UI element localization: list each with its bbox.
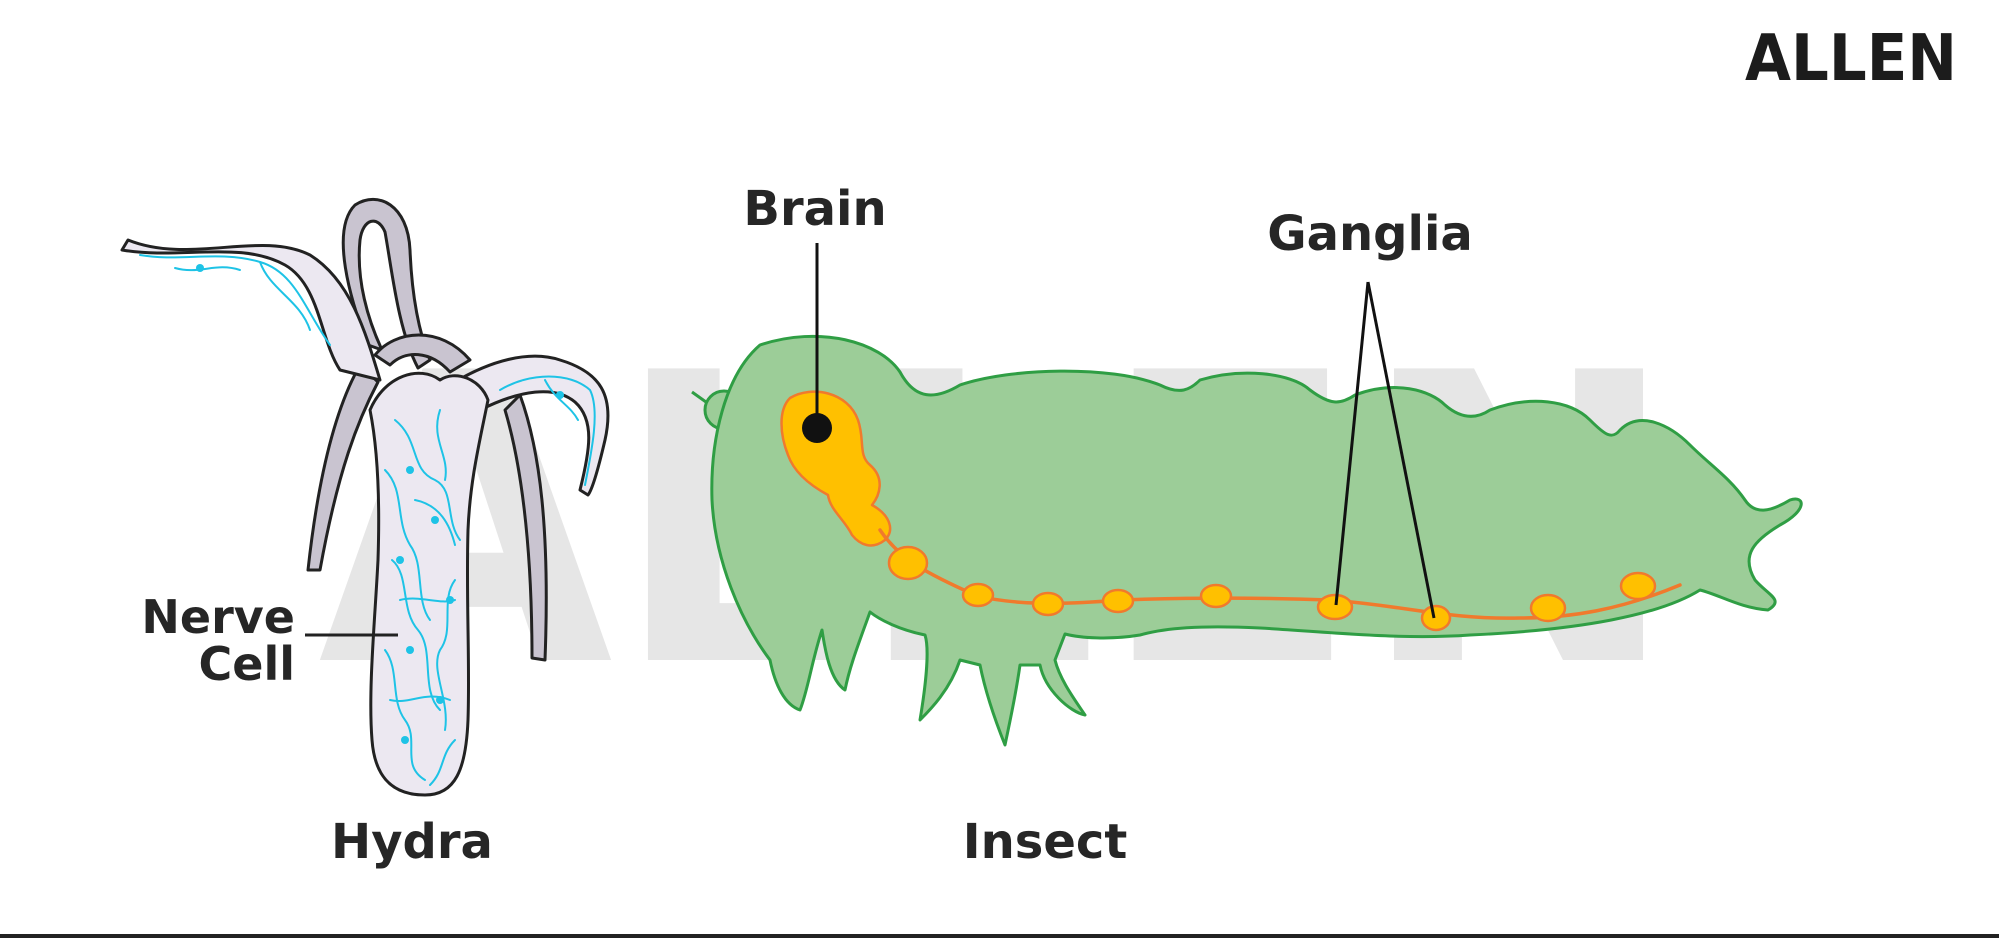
brain-label: Brain	[743, 181, 886, 237]
insect-body	[710, 334, 1803, 747]
hydra-body	[368, 371, 490, 797]
nerve-cell-label-line2: Cell	[199, 637, 296, 691]
insect-ganglia	[887, 545, 1657, 632]
insect-caption: Insect	[963, 814, 1128, 870]
hydra-left-tentacle	[120, 238, 382, 382]
hydra-back-tentacles	[306, 197, 548, 662]
bottom-border	[0, 934, 1999, 938]
insect-figure	[691, 243, 1803, 747]
ganglia-pointer-lines	[1334, 281, 1436, 619]
ganglia-label: Ganglia	[1267, 206, 1473, 262]
nerve-cell-label-line1: Nerve	[141, 590, 295, 644]
hydra-caption: Hydra	[331, 814, 493, 870]
nerve-cell-nodes	[196, 264, 564, 744]
allen-logo: ALLEN	[1745, 22, 1957, 96]
hydra-figure	[120, 197, 610, 797]
